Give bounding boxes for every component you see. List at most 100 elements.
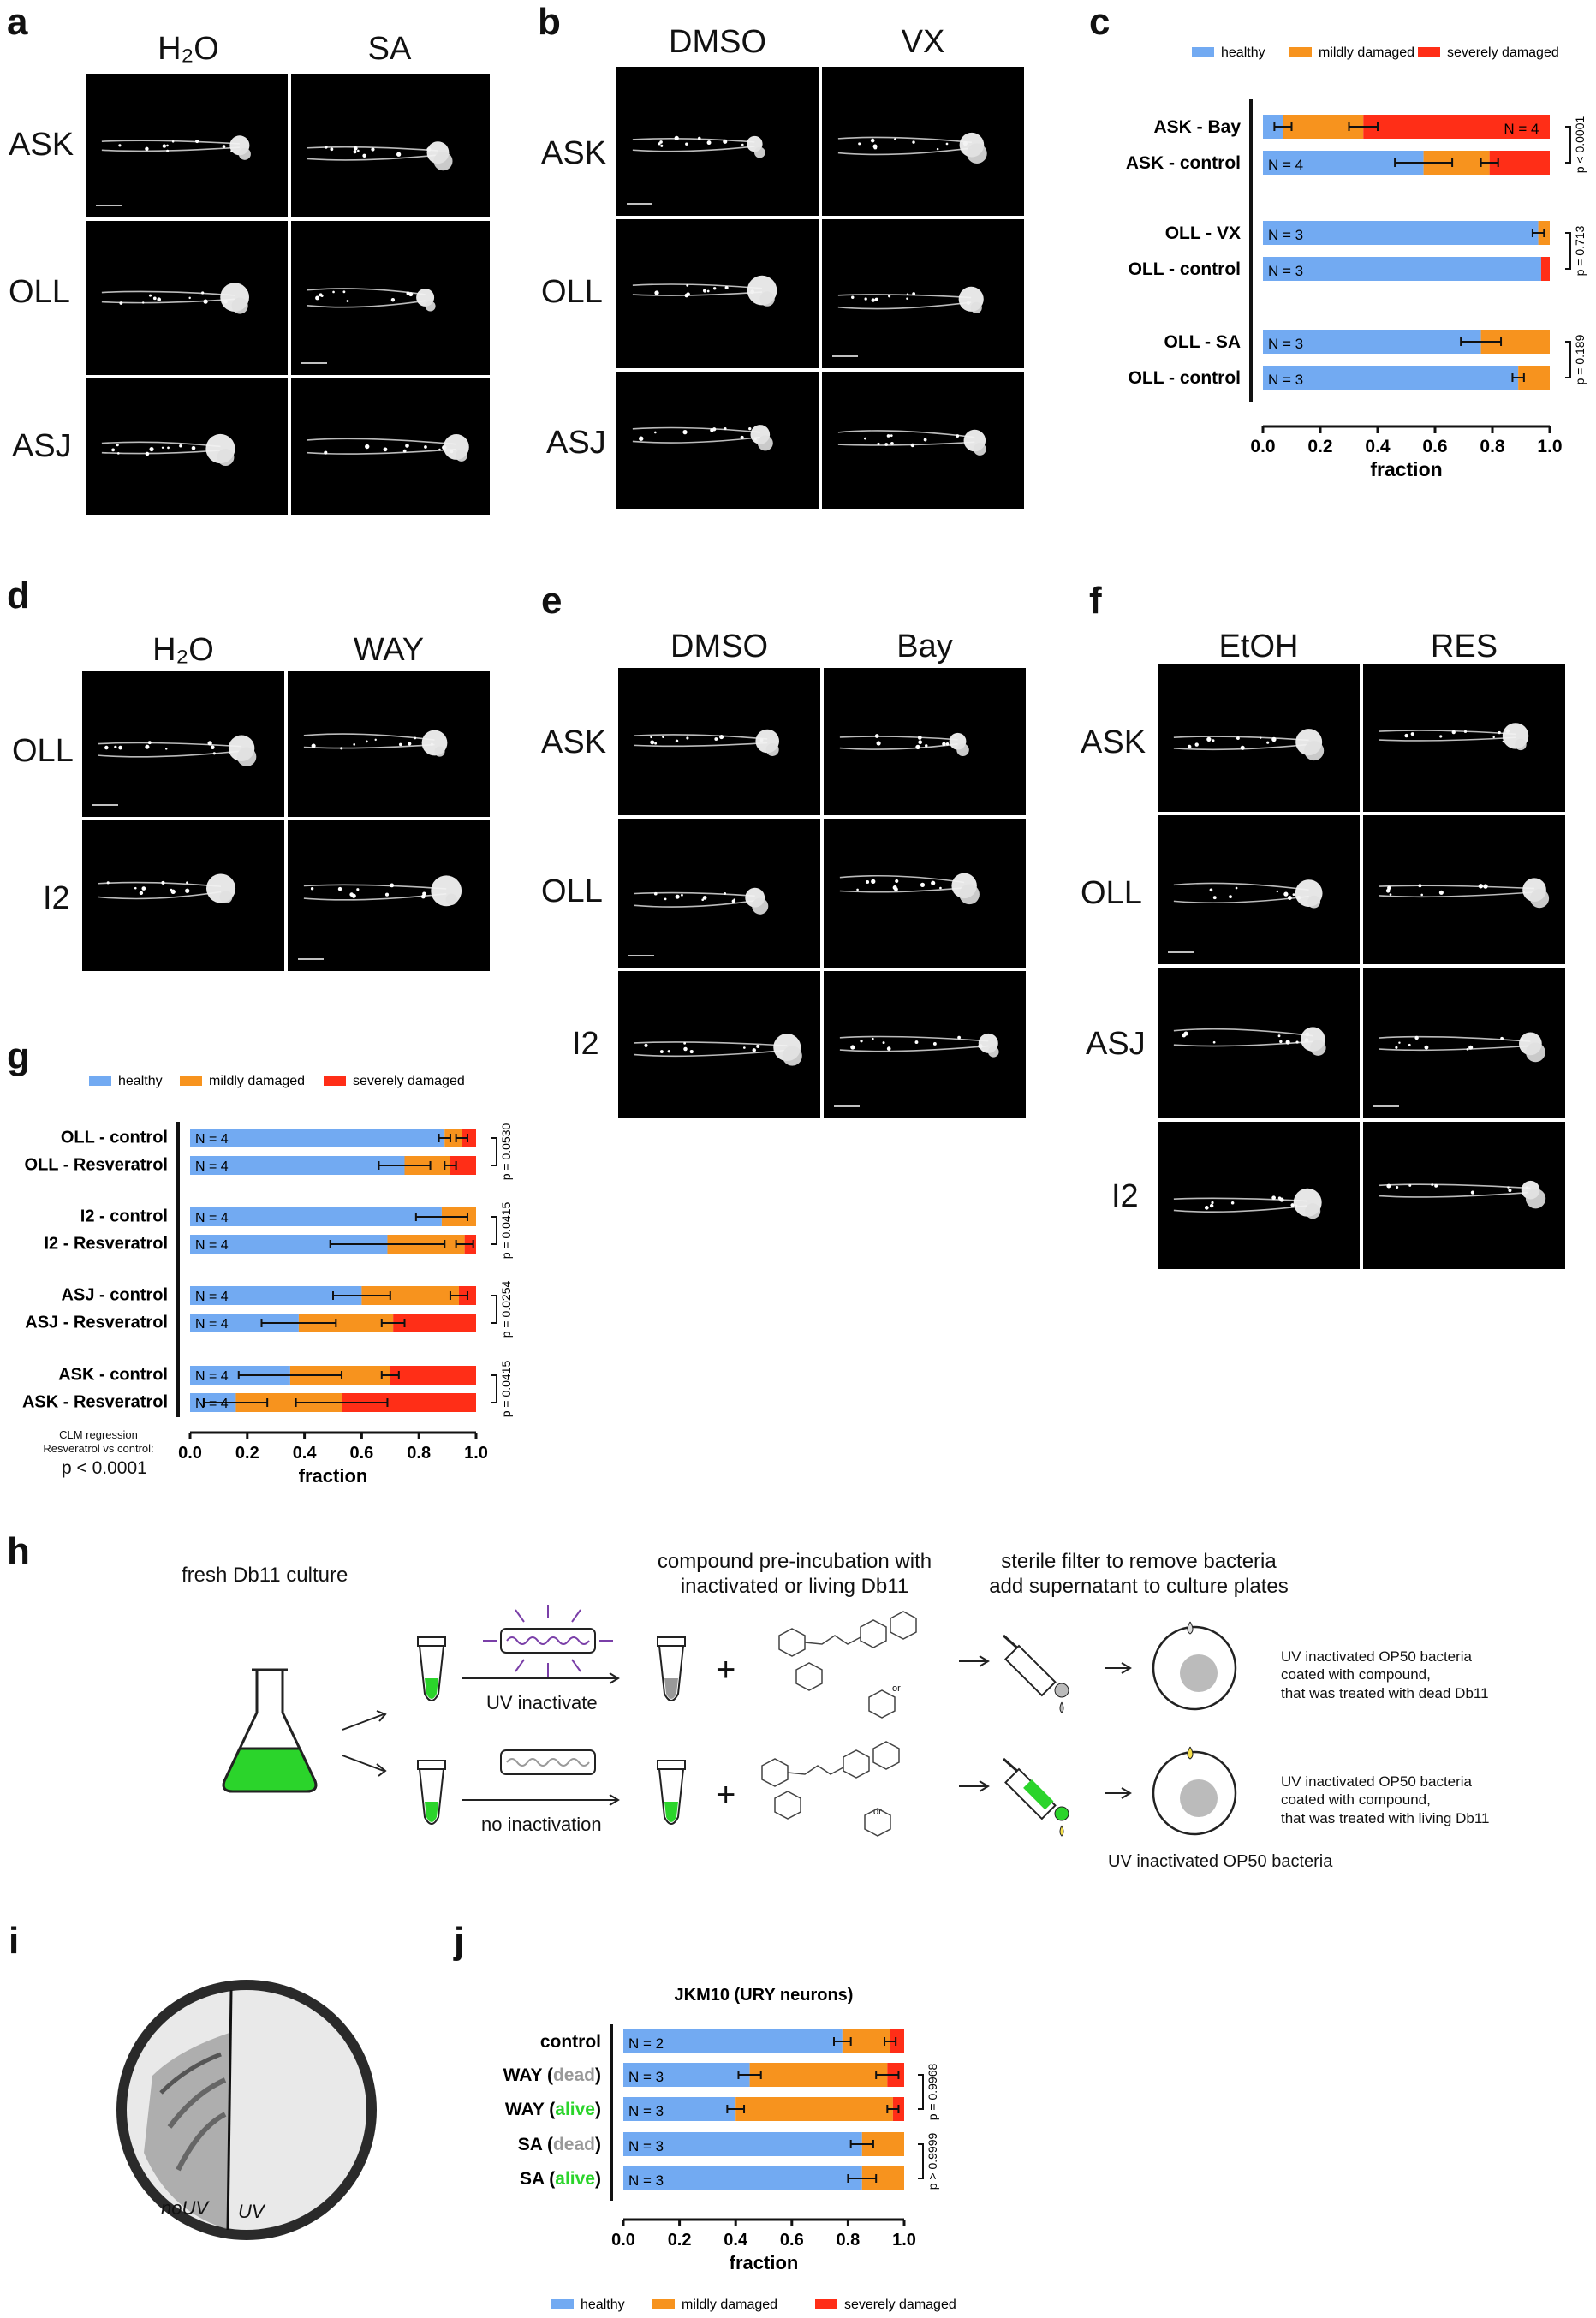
micrograph-a-1 bbox=[86, 74, 288, 217]
syringe-icon bbox=[1003, 1757, 1069, 1837]
micrograph-d-3 bbox=[82, 820, 284, 971]
n-label: N = 4 bbox=[195, 1397, 229, 1411]
bar-segment bbox=[390, 1366, 476, 1385]
bar-segment bbox=[393, 1314, 476, 1332]
legend-label: mildly damaged bbox=[682, 2297, 777, 2312]
n-label: N = 4 bbox=[195, 1132, 229, 1147]
col-title-d-1: H₂O bbox=[152, 632, 214, 668]
panel-label-e: e bbox=[541, 580, 563, 622]
n-label: N = 4 bbox=[195, 1317, 229, 1332]
panel-label-g: g bbox=[7, 1035, 30, 1077]
tube-icon bbox=[657, 1636, 686, 1701]
p-value-label: p = 0.0415 bbox=[499, 1202, 513, 1260]
bar-segment bbox=[1489, 151, 1550, 175]
legend-swatch bbox=[815, 2299, 837, 2309]
p-value-label: p = 0.713 bbox=[1573, 225, 1587, 276]
arrow-down-icon bbox=[342, 1755, 384, 1772]
legend-swatch bbox=[652, 2299, 675, 2309]
col-title-f-1: EtOH bbox=[1218, 629, 1299, 664]
h-plus-2: + bbox=[716, 1776, 736, 1814]
micrograph-b-4 bbox=[822, 219, 1024, 368]
col-title-a-1: H₂O bbox=[158, 31, 219, 67]
micrograph-image bbox=[307, 434, 469, 462]
bar-category-label: SA (dead) bbox=[518, 2135, 601, 2154]
p-value-label: p = 0.189 bbox=[1573, 334, 1587, 384]
bar-segment bbox=[361, 1286, 459, 1305]
bar-segment bbox=[1263, 330, 1481, 354]
col-title-e-1: DMSO bbox=[670, 629, 768, 664]
row-label-b-1: ASK bbox=[541, 135, 607, 171]
bar-segment bbox=[749, 2063, 888, 2087]
legend-label: severely damaged bbox=[353, 1074, 465, 1088]
row-label-e-1: ASK bbox=[541, 724, 607, 760]
h-dead-desc: UV inactivated OP50 bacteria coated with… bbox=[1281, 1648, 1489, 1701]
row-label-d-2: I2 bbox=[43, 880, 70, 916]
micrograph-image bbox=[1379, 1180, 1546, 1209]
bar-category-label: SA (alive) bbox=[520, 2169, 601, 2189]
arrow-up-icon bbox=[342, 1713, 384, 1731]
bar-segment bbox=[623, 2063, 750, 2087]
chart-title: JKM10 (URY neurons) bbox=[675, 1986, 854, 2005]
micrograph-e-2 bbox=[824, 668, 1026, 815]
n-label: N = 3 bbox=[1268, 372, 1303, 388]
row-label-d-1: OLL bbox=[12, 733, 74, 769]
x-axis-label: fraction bbox=[1370, 458, 1442, 480]
x-tick-label: 0.6 bbox=[780, 2231, 804, 2249]
n-label: N = 4 bbox=[195, 1369, 229, 1384]
bar-category-label: ASK - control bbox=[1126, 153, 1241, 173]
bar-category-label: WAY (dead) bbox=[503, 2065, 601, 2085]
micrograph-image bbox=[1173, 729, 1325, 761]
x-tick-label: 1.0 bbox=[464, 1444, 488, 1463]
micrograph-image bbox=[1379, 878, 1550, 909]
micrograph-image bbox=[832, 286, 984, 357]
bar-segment bbox=[462, 1129, 476, 1147]
bar-segment bbox=[444, 1129, 462, 1147]
syringe-icon bbox=[1003, 1634, 1069, 1713]
micrograph-f-3 bbox=[1158, 815, 1360, 964]
n-label: N = 3 bbox=[628, 2138, 664, 2154]
legend-swatch bbox=[180, 1076, 202, 1086]
micrograph-e-3 bbox=[618, 819, 820, 968]
micrograph-e-4 bbox=[824, 819, 1026, 968]
n-label: N = 4 bbox=[1268, 157, 1303, 173]
panel-label-f: f bbox=[1089, 580, 1102, 622]
clm-note: CLM regression Resveratrol vs control: bbox=[43, 1428, 154, 1456]
micrograph-image bbox=[632, 275, 777, 307]
bar-category-label: ASJ - Resveratrol bbox=[25, 1314, 168, 1332]
n-label: N = 4 bbox=[1504, 121, 1539, 137]
p-value-label: p = 0.0530 bbox=[499, 1123, 513, 1181]
legend-swatch bbox=[1289, 47, 1312, 57]
row-label-b-3: ASJ bbox=[546, 425, 606, 461]
micrograph-e-1 bbox=[618, 668, 820, 815]
n-label: N = 3 bbox=[628, 2103, 664, 2119]
p-value-label: p = 0.0254 bbox=[499, 1281, 513, 1338]
bar-segment bbox=[623, 2029, 843, 2053]
micrograph-d-4 bbox=[288, 820, 490, 971]
h-alive-desc: UV inactivated OP50 bacteria coated with… bbox=[1281, 1773, 1490, 1826]
col-title-f-2: RES bbox=[1430, 629, 1498, 664]
bar-category-label: I2 - Resveratrol bbox=[44, 1235, 168, 1254]
bar-segment bbox=[235, 1393, 342, 1412]
bar-segment bbox=[623, 2166, 862, 2190]
legend-swatch bbox=[1418, 47, 1440, 57]
p-value-label: p < 0.0001 bbox=[1573, 116, 1587, 174]
micrograph-image bbox=[837, 132, 987, 164]
bar-segment bbox=[190, 1207, 442, 1226]
bar-segment bbox=[1263, 115, 1283, 139]
micrograph-image bbox=[1373, 1032, 1545, 1107]
legend-swatch bbox=[551, 2299, 574, 2309]
bar-segment bbox=[190, 1286, 362, 1305]
micrograph-f-7 bbox=[1158, 1122, 1360, 1269]
bar-category-label: I2 - control bbox=[80, 1207, 168, 1226]
bar-category-label: OLL - Resveratrol bbox=[25, 1156, 168, 1175]
n-label: N = 4 bbox=[195, 1211, 229, 1225]
bar-category-label: OLL - control bbox=[1129, 368, 1241, 388]
row-label-a-3: ASJ bbox=[12, 428, 72, 464]
legend-label: healthy bbox=[581, 2297, 625, 2312]
chemical-structure-icon bbox=[761, 1741, 900, 1837]
micrograph-d-1 bbox=[82, 671, 284, 817]
row-label-e-3: I2 bbox=[572, 1026, 599, 1062]
bar-segment bbox=[623, 2132, 862, 2156]
micrograph-image bbox=[298, 875, 462, 960]
n-label: N = 4 bbox=[195, 1238, 229, 1253]
